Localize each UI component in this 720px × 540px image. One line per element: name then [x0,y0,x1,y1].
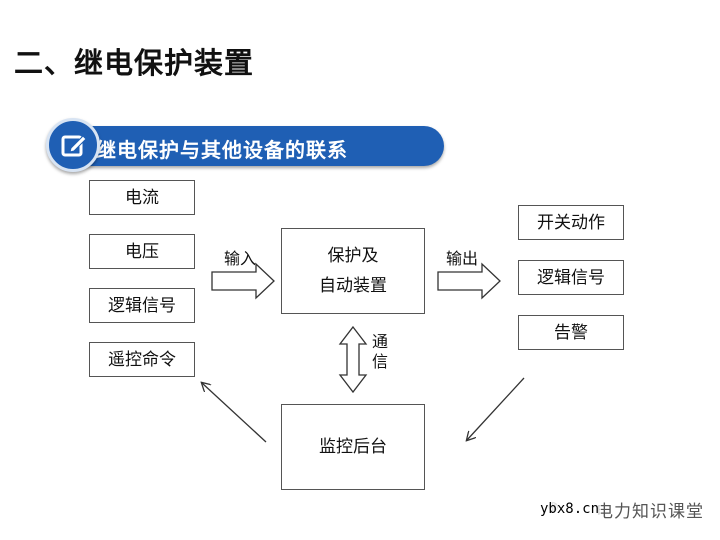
banner-text: 继电保护与其他设备的联系 [96,138,348,162]
watermark-url: ybx8.cn [538,501,602,517]
communication-double-arrow [338,325,368,394]
section-banner: 继电保护与其他设备的联系 [46,118,466,174]
banner-badge [46,118,100,172]
outputs-to-monitor-arrow [467,377,525,440]
input-box-current: 电流 [89,180,195,215]
output-arrow-label: 输出 [446,249,479,268]
input-box-logic-signal: 逻辑信号 [89,288,195,323]
watermark: ◍ 电力知识课堂 ybx8.cn [538,497,708,523]
monitor-backend-box: 监控后台 [281,404,425,490]
input-box-voltage: 电压 [89,234,195,269]
comm-arrow-label: 通 信 [372,332,390,372]
output-box-logic-signal: 逻辑信号 [518,260,624,295]
input-block-arrow [211,262,275,300]
protection-device-line1: 保护及 [327,246,379,266]
input-arrow-label: 输入 [224,249,257,268]
protection-device-box: 保护及 自动装置 [281,228,425,314]
banner-bar [74,126,444,166]
comm-label-line2: 信 [372,352,389,371]
output-block-arrow [437,262,501,300]
slide-title: 二、继电保护装置 [14,46,255,80]
input-box-remote-command: 遥控命令 [89,342,195,377]
output-box-alarm: 告警 [518,315,624,350]
monitor-to-remote-command-arrow [202,383,267,443]
watermark-name: 电力知识课堂 [596,502,704,522]
edit-icon [61,135,87,157]
protection-device-line2: 自动装置 [319,276,387,296]
output-box-switch-action: 开关动作 [518,205,624,240]
comm-label-line1: 通 [372,332,389,351]
